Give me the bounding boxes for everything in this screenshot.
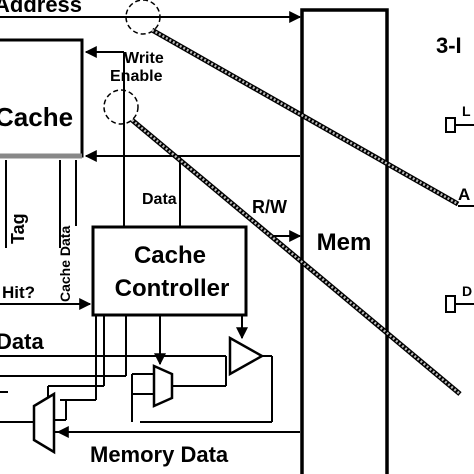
right-component-bottom [445, 295, 456, 313]
controller-label-2: Controller [115, 275, 230, 302]
address-label: Address [0, 0, 82, 17]
mux-middle [152, 364, 174, 408]
memory-data-label: Memory Data [90, 442, 229, 467]
tag-label: Tag [8, 213, 28, 244]
callout-line-top-inner [151, 28, 459, 206]
mem-block [300, 8, 389, 474]
hit-label: Hit? [2, 283, 35, 302]
cache-block [0, 38, 84, 158]
tristate-buffer [228, 335, 265, 377]
callout-line-bottom-inner [131, 119, 461, 395]
cache-label: Cache [0, 102, 73, 132]
data-left-label: Data [0, 329, 44, 354]
address-probe-circle [125, 0, 161, 35]
right-component-top [445, 117, 456, 133]
write-enable-probe-circle [103, 89, 139, 125]
write-enable-label-1: Write [124, 50, 164, 67]
cache-controller-block [91, 225, 248, 317]
mux-left [32, 391, 56, 455]
right-title: 3-I [436, 33, 462, 58]
right-d-label: D [462, 283, 472, 299]
rw-label: R/W [252, 197, 287, 217]
mem-label: Mem [317, 229, 372, 256]
right-l-label: L [462, 103, 471, 119]
right-a-label: A [458, 185, 470, 204]
cache-data-label: Cache Data [57, 226, 73, 302]
data-top-label: Data [142, 191, 177, 208]
controller-label-1: Cache [134, 242, 206, 269]
write-enable-label-2: Enable [110, 68, 163, 85]
